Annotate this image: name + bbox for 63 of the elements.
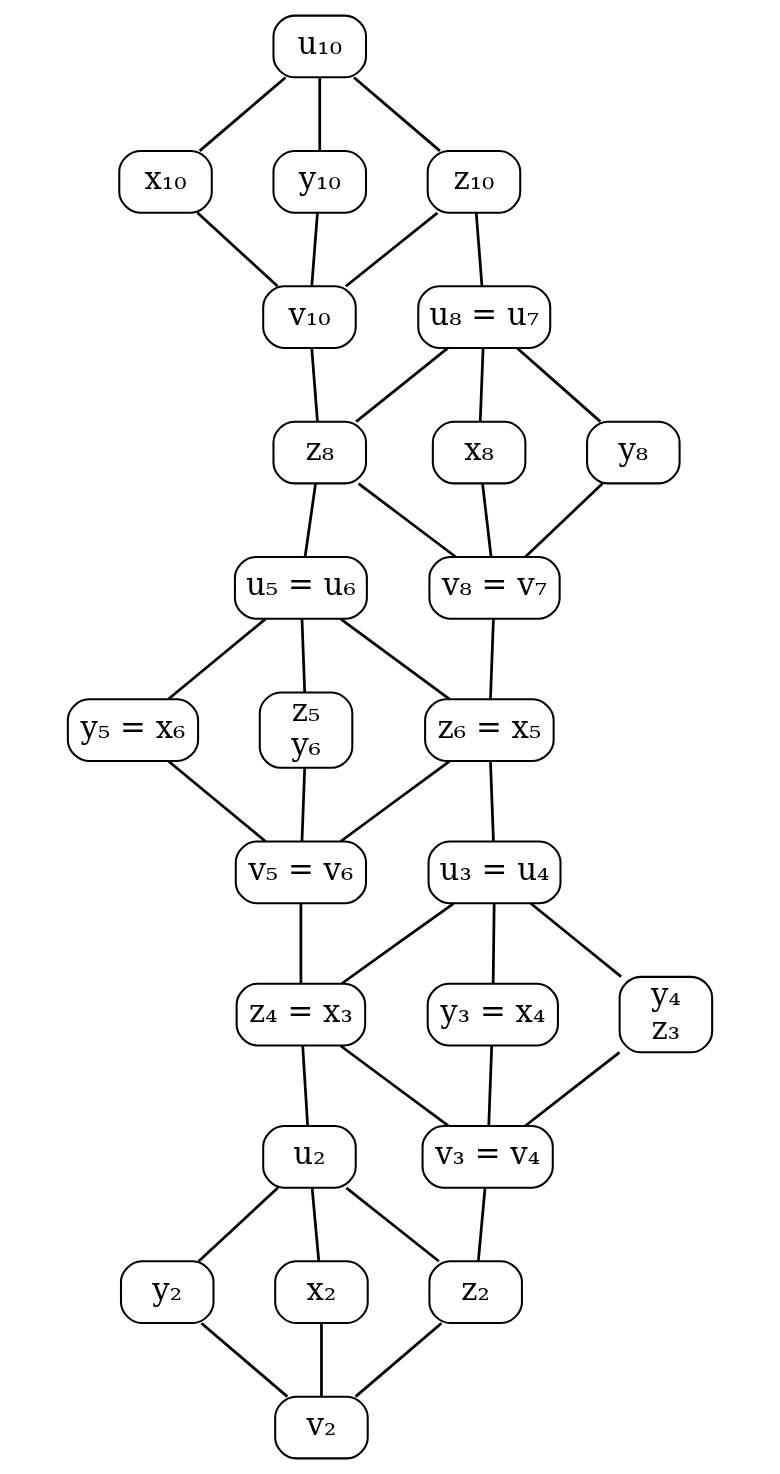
node-box: u₈ = u₇ [417, 285, 552, 350]
connector [489, 619, 495, 700]
node-box: v₃ = v₄ [421, 1124, 554, 1189]
node-box: z₅ y₆ [258, 691, 354, 769]
connector [320, 1323, 323, 1397]
connector [345, 1186, 440, 1263]
connector [318, 77, 322, 151]
node-box: y₈ [586, 420, 681, 485]
connector [481, 483, 493, 558]
node-box: v₈ = v₇ [428, 556, 561, 620]
connector [340, 617, 451, 701]
node-box: y₁₀ [272, 149, 368, 214]
node-box: u₁₀ [272, 14, 368, 79]
connector [354, 1322, 443, 1398]
connector [353, 76, 441, 152]
connector [310, 212, 319, 287]
connector [200, 1322, 289, 1398]
node-box: v₅ = v₆ [234, 840, 368, 905]
connector [530, 902, 622, 978]
connector [524, 482, 604, 558]
node-box: y₅ = x₆ [66, 698, 200, 762]
node-box: v₁₀ [262, 285, 357, 350]
connector [300, 768, 307, 842]
connector [478, 348, 485, 422]
node-box: z₄ = x₃ [235, 982, 367, 1047]
node-box: x₁₀ [118, 149, 213, 214]
connector [357, 482, 457, 559]
node-box: z₂ [428, 1260, 523, 1325]
connector [197, 1186, 279, 1263]
connector [491, 903, 496, 984]
connector [524, 1051, 621, 1127]
connector [474, 212, 484, 287]
connector [167, 618, 267, 701]
node-box: x₂ [274, 1260, 369, 1325]
connector [310, 1187, 321, 1262]
connector [340, 760, 451, 843]
node-box: z₈ [272, 420, 368, 485]
node-box: u₂ [262, 1124, 357, 1189]
connector [167, 760, 267, 843]
node-box: z₆ = x₅ [424, 698, 555, 762]
connector [476, 1187, 487, 1262]
node-box: x₈ [431, 420, 527, 485]
connector [303, 483, 317, 558]
connector [300, 619, 307, 693]
connector [301, 1045, 309, 1126]
connector [355, 347, 449, 423]
node-box: u₅ = u₆ [233, 556, 368, 620]
connector [487, 1045, 494, 1126]
connector [341, 902, 455, 985]
connector [299, 903, 303, 984]
node-box: v₂ [274, 1395, 369, 1460]
connector [198, 76, 287, 152]
node-box: z₁₀ [426, 149, 522, 214]
connector [310, 348, 319, 422]
node-box: u₃ = u₄ [427, 840, 562, 905]
node-box: y₂ [119, 1260, 215, 1325]
node-box: y₃ = x₄ [426, 982, 559, 1047]
connector [516, 347, 602, 423]
connector [339, 1044, 449, 1127]
connector [345, 211, 439, 288]
node-box: y₄ z₃ [618, 975, 714, 1054]
connector [489, 761, 495, 842]
connector [196, 211, 279, 288]
